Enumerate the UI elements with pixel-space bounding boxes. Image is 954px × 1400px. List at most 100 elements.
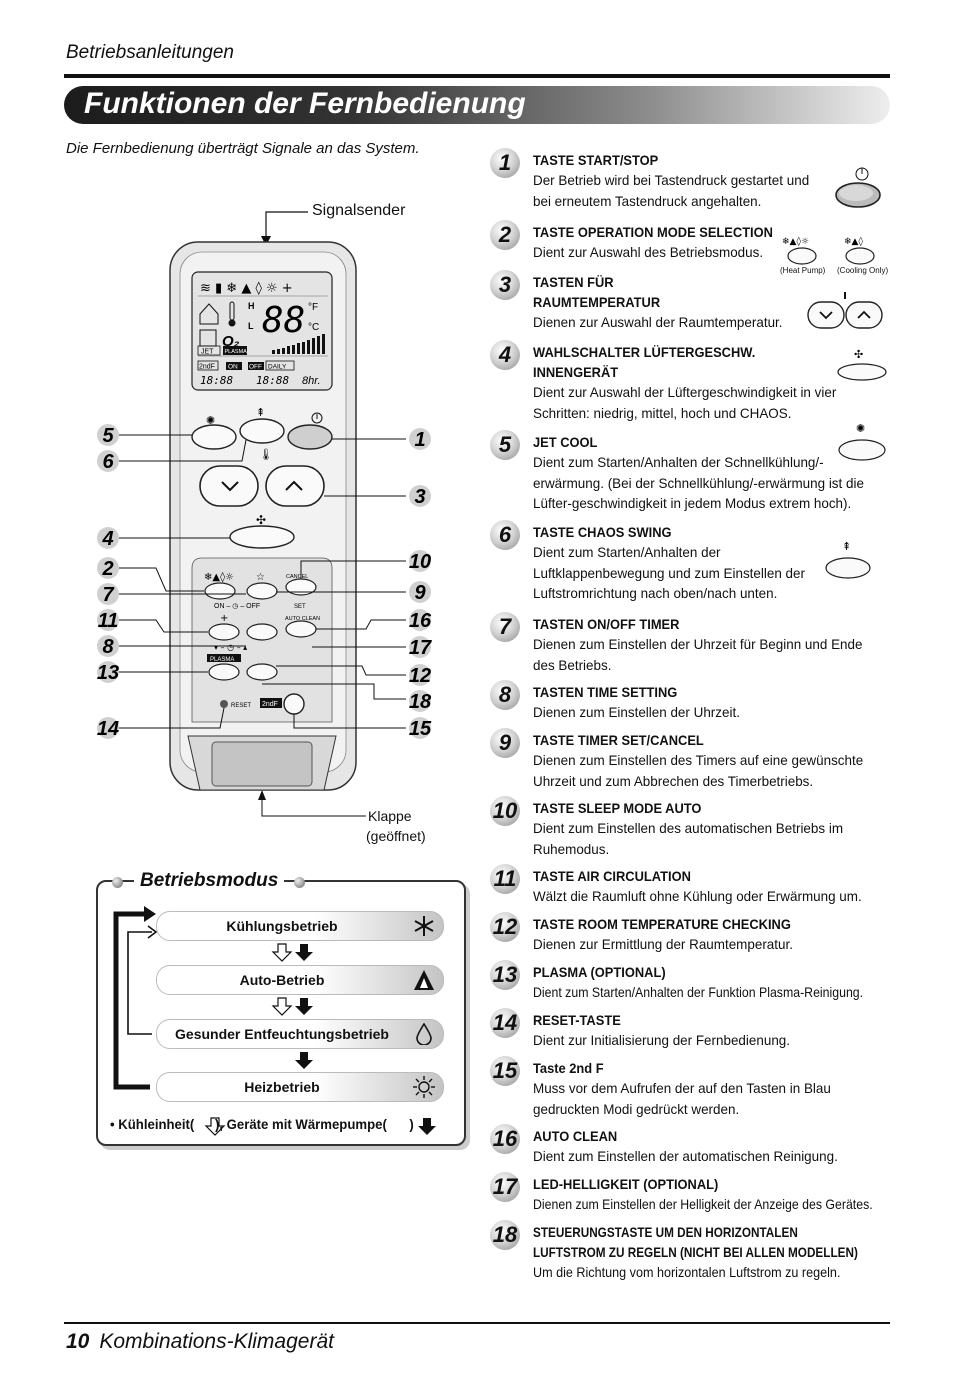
display-unit-c: °C — [308, 322, 319, 333]
item-title: TASTE AIR CIRCULATION — [533, 868, 691, 884]
item-title: JET COOL — [533, 434, 598, 450]
svg-text:☆: ☆ — [256, 572, 265, 583]
signal-label: Signalsender — [312, 202, 406, 219]
remote-illustration: ≋ ▮ ❄ ▲ ◊ ☼ + H L 88 °F °C O₂ JET PLASMA… — [96, 196, 456, 856]
display-h: H — [248, 301, 255, 311]
flap-label-line2: (geöffnet) — [366, 828, 426, 844]
callout-left: 14 — [97, 718, 119, 740]
callout-right: 3 — [414, 486, 425, 508]
remote-set-label: SET — [294, 604, 306, 610]
display-jet: JET — [201, 349, 214, 356]
item-desc: Dient zum Starten/Anhalten der Funktion … — [533, 984, 864, 1000]
item-desc: Dienen zum Einstellen der Helligkeit der… — [533, 1196, 873, 1212]
item-title: RESET-TASTE — [533, 1012, 621, 1028]
mode-label: Auto-Betrieb — [239, 972, 325, 988]
item-title: TASTE OPERATION MODE SELECTION — [533, 224, 773, 240]
item-desc: Dient zur Auswahl des Betriebsmodus. — [533, 244, 764, 260]
item-number: 3 — [490, 270, 520, 300]
item-desc: Dienen zur Ermittlung der Raumtemperatur… — [533, 936, 793, 952]
item-number: 2 — [490, 220, 520, 250]
item-title: TASTEN ON/OFF TIMER — [533, 616, 680, 632]
item-desc: Dienen zur Auswahl der Raumtemperatur. — [533, 314, 783, 330]
page-number: 10 — [66, 1330, 90, 1353]
callout-right: 16 — [409, 610, 432, 632]
mode-label: Heizbetrieb — [244, 1079, 320, 1095]
callout-left: 11 — [98, 610, 119, 632]
callout-left: 6 — [102, 451, 114, 473]
svg-text:❄▲◊☼: ❄▲◊☼ — [782, 236, 809, 247]
callout-left: 8 — [102, 636, 114, 658]
display-hr: 8hr. — [302, 375, 321, 387]
svg-text:≋ ▮ ❄ ▲ ◊ ☼ +: ≋ ▮ ❄ ▲ ◊ ☼ + — [200, 281, 293, 296]
power-button-icon — [835, 167, 881, 208]
item-desc: Dient zur Initialisierung der Fernbedien… — [533, 1032, 791, 1048]
item-desc: Dient zum Starten/Anhalten der Luftklapp… — [533, 544, 805, 601]
callout-right: 12 — [409, 665, 431, 687]
callout-right: 17 — [409, 637, 432, 659]
item-desc: Dient zum Einstellen des automatischen B… — [533, 820, 844, 857]
item-title: STEUERUNGSTASTE UM DEN HORIZONTALEN LUFT… — [533, 1224, 858, 1260]
title-banner: Funktionen der Fernbedienung — [64, 86, 890, 124]
svg-text:+: + — [220, 613, 228, 624]
intro-text: Die Fernbedienung überträgt Signale an d… — [66, 140, 420, 157]
display-daily: DAILY — [268, 364, 287, 371]
heat-pump-label: (Heat Pump) — [780, 266, 826, 275]
remote-2ndf-label: 2ndF — [262, 701, 278, 708]
item-number: 4 — [490, 340, 520, 370]
item-desc: Muss vor dem Aufrufen der auf den Tasten… — [533, 1080, 831, 1117]
callout-right: 18 — [409, 691, 432, 713]
display-time1: 18:88 — [200, 374, 233, 387]
item-desc: Dient zur Auswahl der Lüftergeschwindigk… — [533, 384, 837, 421]
mode-label: Gesunder Entfeuchtungsbetrieb — [175, 1026, 389, 1042]
callout-left: 13 — [97, 662, 119, 684]
snowflake-icon — [414, 916, 434, 936]
item-desc: Dienen zum Einstellen der Uhrzeit für Be… — [533, 636, 863, 673]
display-digits: 88 — [262, 300, 305, 341]
svg-text:🌡: 🌡 — [259, 448, 273, 461]
temperature-buttons-icon — [807, 292, 883, 329]
svg-text:✺: ✺ — [206, 414, 215, 427]
remote-autoclean-label: AUTO CLEAN — [285, 616, 320, 622]
item-number: 10 — [490, 796, 520, 826]
mode-title-dot — [112, 877, 123, 888]
chaos-swing-button-icon: ⇞ — [825, 540, 871, 579]
item-desc: Dienen zum Einstellen der Uhrzeit. — [533, 704, 740, 720]
mode-pill-heat: Heizbetrieb — [156, 1072, 444, 1102]
callout-left: 2 — [101, 558, 113, 580]
drop-icon — [416, 1023, 432, 1045]
item-title: LED-HELLIGKEIT (OPTIONAL) — [533, 1176, 719, 1192]
callout-right: 1 — [414, 429, 425, 451]
item-title: TASTE TIMER SET/CANCEL — [533, 732, 704, 748]
display-plasma: PLASMA — [225, 349, 248, 355]
item-title: TASTE SLEEP MODE AUTO — [533, 800, 702, 816]
svg-text:✣: ✣ — [854, 348, 863, 361]
item-number: 18 — [490, 1220, 520, 1250]
svg-text:▾ – ◷ – ▴: ▾ – ◷ – ▴ — [214, 643, 247, 652]
remote-svg: ≋ ▮ ❄ ▲ ◊ ☼ + H L 88 °F °C O₂ JET PLASMA… — [97, 211, 432, 842]
mode-label: Kühlungsbetrieb — [226, 918, 338, 934]
item-number: 14 — [490, 1008, 520, 1038]
section-title: Betriebsanleitungen — [66, 42, 234, 63]
item-desc: Dienen zum Einstellen des Timers auf ein… — [533, 752, 864, 789]
item-desc: Dient zum Starten/Anhalten der Schnellkü… — [533, 454, 864, 511]
svg-text:✺: ✺ — [856, 422, 865, 435]
svg-text:⇞: ⇞ — [256, 406, 265, 419]
item-title: TASTEN TIME SETTING — [533, 684, 678, 700]
auto-icon — [414, 970, 434, 990]
svg-text:⇞: ⇞ — [842, 540, 851, 553]
display-l: L — [248, 321, 254, 331]
fan-button-icon: ✣ — [837, 348, 887, 381]
cooling-only-label: (Cooling Only) — [837, 266, 889, 275]
item-title: AUTO CLEAN — [533, 1128, 618, 1144]
item-title: TASTE START/STOP — [533, 152, 659, 168]
item-title: TASTEN FÜR RAUMTEMPERATUR — [533, 274, 661, 310]
display-o2: O₂ — [222, 333, 240, 350]
mode-flow-svg — [113, 906, 436, 1136]
item-number: 6 — [490, 520, 520, 550]
display-on: ON — [228, 364, 238, 371]
mode-buttons-icon: ❄▲◊☼ ❄▲◊ — [782, 236, 875, 265]
remote-plasma-label: PLASMA — [210, 657, 234, 663]
mode-pill-auto: Auto-Betrieb — [156, 965, 444, 995]
remote-reset-label: RESET — [231, 703, 251, 709]
